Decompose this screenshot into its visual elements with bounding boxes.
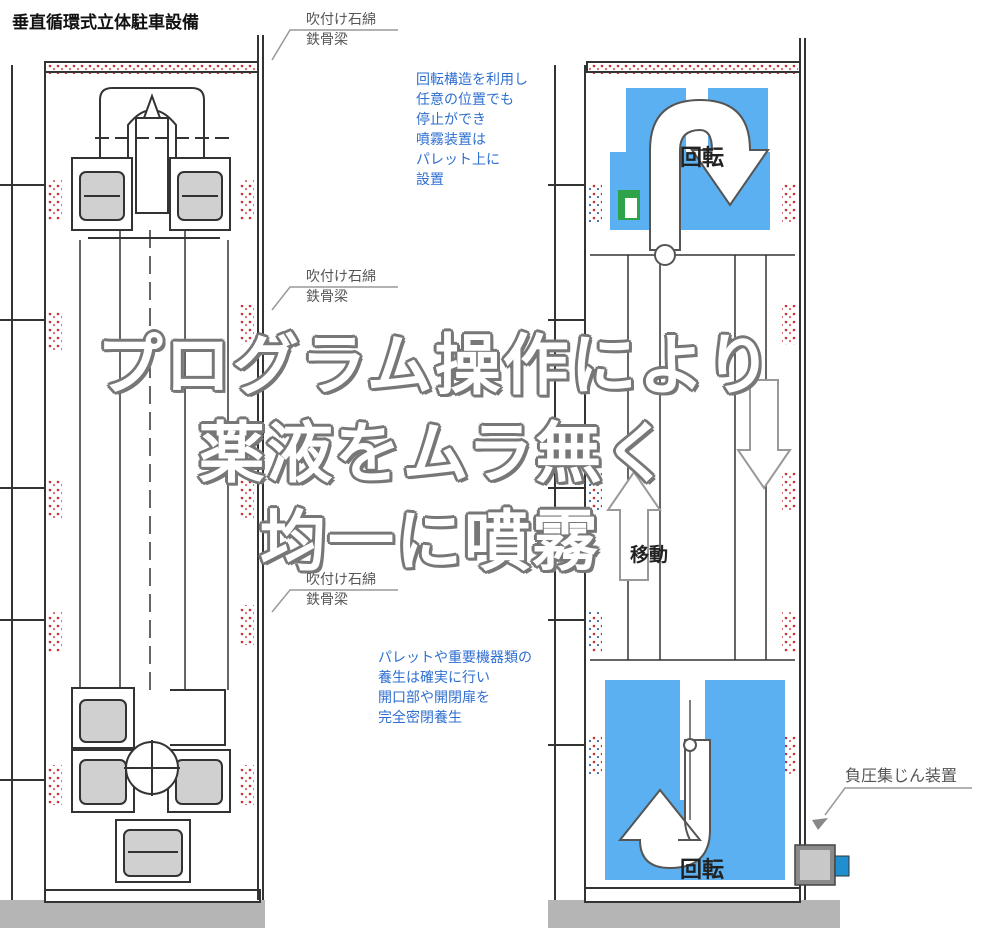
right-ceiling-asbestos bbox=[589, 64, 798, 74]
left-beam-asbestos bbox=[48, 180, 254, 805]
note-line: 停止ができ bbox=[416, 112, 486, 128]
asbestos-label: 吹付け石綿 bbox=[306, 572, 376, 588]
overlay-line-1: プログラム操作により bbox=[96, 327, 774, 404]
left-tower bbox=[0, 35, 265, 928]
right-ground bbox=[548, 900, 840, 928]
rotate-label-bottom: 回転 bbox=[680, 858, 725, 883]
rotate-label-top: 回転 bbox=[680, 146, 725, 171]
steel-beam-label: 鉄骨梁 bbox=[306, 289, 348, 305]
rotate-arrow-bottom bbox=[617, 700, 711, 870]
left-label-1: 吹付け石綿 鉄骨梁 bbox=[306, 10, 376, 50]
note-line: パレットや重要機器類の bbox=[378, 650, 532, 666]
left-bottom-carriage bbox=[71, 687, 231, 883]
note-line: 設置 bbox=[416, 172, 444, 188]
left-pit bbox=[44, 889, 261, 903]
overlay-line-2: 薬液をムラ無く bbox=[198, 415, 672, 492]
move-arrows bbox=[606, 379, 792, 581]
note-curing: パレットや重要機器類の 養生は確実に行い 開口部や開閉扉を 完全密閉養生 bbox=[378, 648, 532, 728]
left-ceiling-asbestos bbox=[47, 64, 256, 74]
left-label-3: 吹付け石綿 鉄骨梁 bbox=[306, 570, 376, 610]
overlay-line-3: 均一に噴霧 bbox=[260, 503, 600, 580]
diagram-title: 垂直循環式立体駐車設備 bbox=[12, 13, 199, 33]
negative-pressure-unit bbox=[794, 787, 972, 886]
note-line: 回転構造を利用し bbox=[416, 72, 528, 88]
move-label: 移動 bbox=[630, 544, 669, 566]
left-label-2: 吹付け石綿 鉄骨梁 bbox=[306, 267, 376, 307]
right-tower bbox=[548, 38, 840, 928]
steel-beam-label: 鉄骨梁 bbox=[306, 592, 348, 608]
note-line: 噴霧装置は bbox=[416, 132, 486, 148]
left-top-carriage bbox=[71, 87, 235, 239]
note-line: 完全密閉養生 bbox=[378, 710, 462, 726]
rotate-arrow-top bbox=[649, 98, 770, 266]
note-rotation-structure: 回転構造を利用し 任意の位置でも 停止ができ 噴霧装置は パレット上に 設置 bbox=[416, 70, 528, 190]
note-line: 養生は確実に行い bbox=[378, 670, 490, 686]
note-line: 開口部や開閉扉を bbox=[378, 690, 490, 706]
steel-beam-label: 鉄骨梁 bbox=[306, 32, 348, 48]
asbestos-label: 吹付け石綿 bbox=[306, 12, 376, 28]
note-line: 任意の位置でも bbox=[416, 92, 514, 108]
label-leaders bbox=[271, 29, 398, 613]
asbestos-label: 吹付け石綿 bbox=[306, 269, 376, 285]
negative-pressure-label: 負圧集じん装置 bbox=[845, 766, 958, 785]
left-ground bbox=[0, 900, 265, 928]
note-line: パレット上に bbox=[416, 152, 500, 168]
